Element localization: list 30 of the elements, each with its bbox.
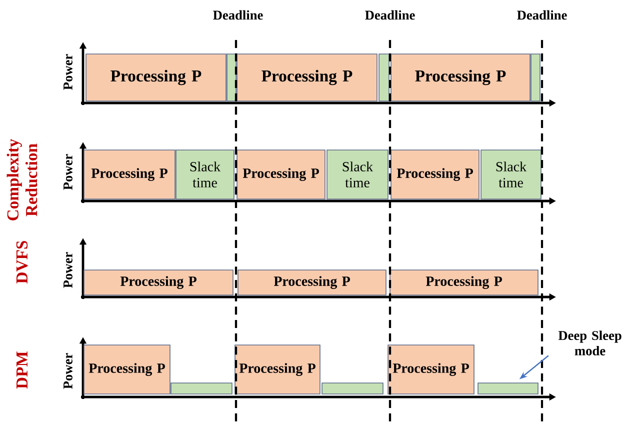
- processing-box: Processing P: [84, 344, 170, 394]
- deadline-label: Deadline: [517, 10, 567, 20]
- processing-box: Processing P: [236, 150, 326, 200]
- axis-label: Power: [64, 252, 72, 288]
- processing-box: Processing P: [388, 344, 474, 394]
- row-label: DPM: [16, 352, 28, 389]
- processing-box: Processing P: [84, 150, 176, 200]
- idle-bar: [322, 382, 384, 394]
- deadline-label: Deadline: [213, 10, 263, 20]
- processing-box: Processing P: [236, 54, 378, 102]
- slack-box: Slack time: [480, 150, 542, 200]
- slack-box: Slack time: [176, 150, 234, 200]
- annotation-text: Deep Sleep mode: [558, 330, 622, 356]
- idle-bar: [478, 382, 538, 394]
- processing-box: Processing P: [390, 150, 480, 200]
- processing-box: Processing P: [86, 54, 226, 102]
- processing-box: Processing P: [238, 270, 386, 296]
- processing-box: Processing P: [84, 270, 234, 296]
- axis-label: Power: [64, 54, 72, 90]
- row-label: DVFS: [16, 240, 28, 284]
- slack-box: Slack time: [326, 150, 388, 200]
- deadline-label: Deadline: [365, 10, 415, 20]
- processing-box: Processing P: [390, 54, 530, 102]
- processing-box: Processing P: [390, 270, 538, 296]
- idle-bar: [378, 54, 390, 102]
- idle-bar: [530, 54, 540, 102]
- row-label: Complexity Reduction: [6, 138, 38, 220]
- processing-box: Processing P: [234, 344, 320, 394]
- idle-bar: [226, 54, 236, 102]
- idle-bar: [170, 382, 232, 394]
